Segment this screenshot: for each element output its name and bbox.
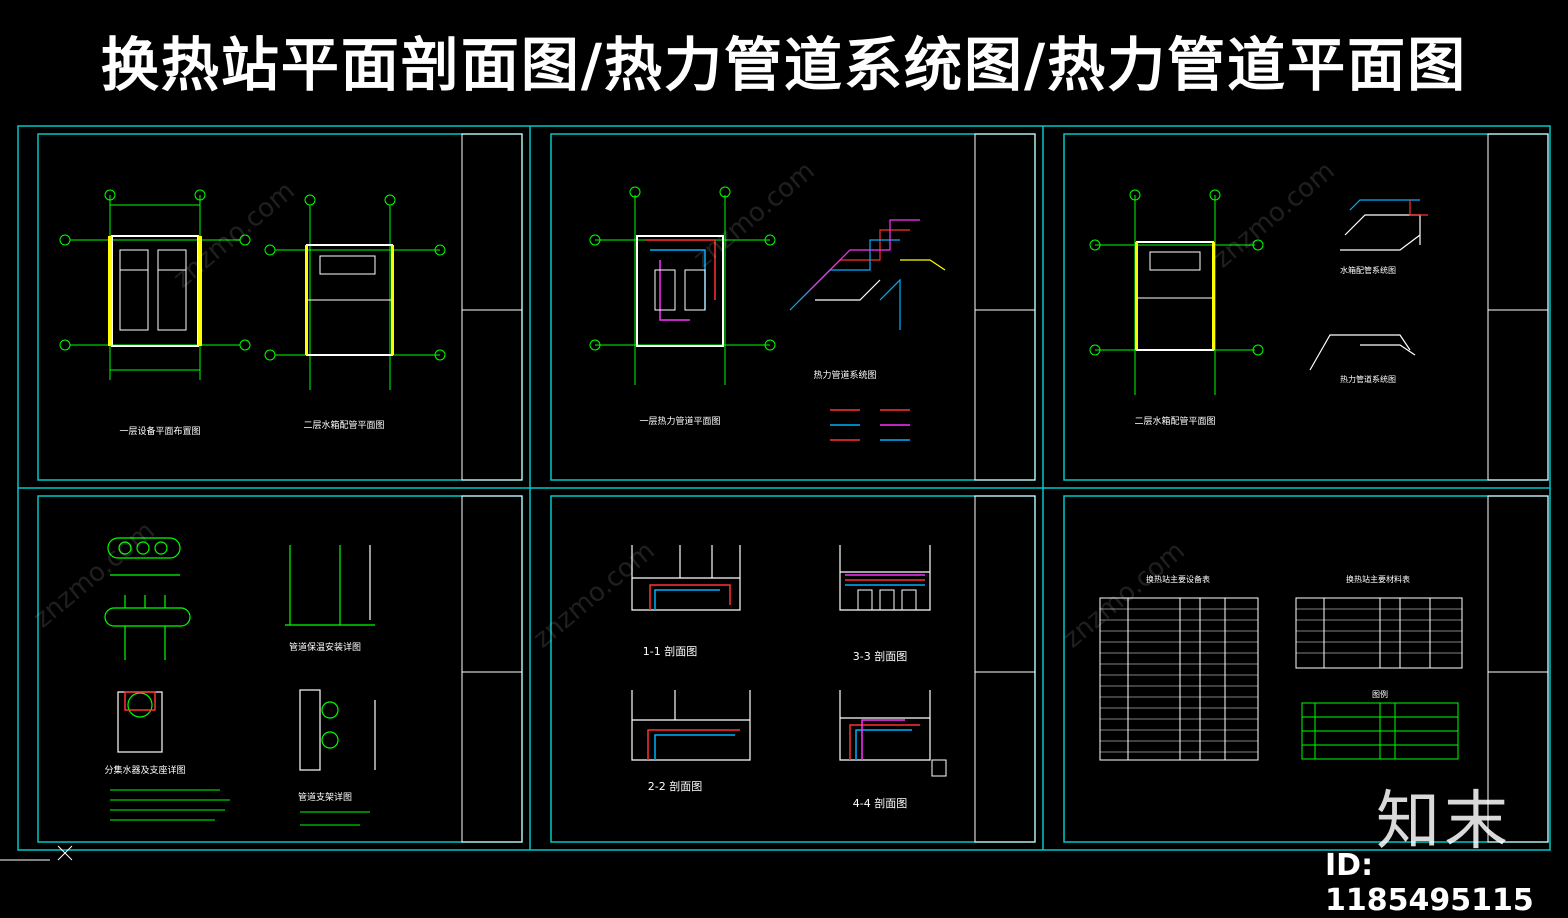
brand-logo: 知末 [1376,785,1512,859]
image-id-label: ID: 1185495115 [1325,848,1534,918]
sheet-3-label-2: 水箱配管系统图 [1340,265,1396,275]
sheet-2-label-2: 热力管道系统图 [813,369,876,381]
sheet-3-label-1: 二层水箱配管平面图 [1134,415,1215,427]
sheet-2-label-1: 一层热力管道平面图 [639,415,720,427]
frame-grid [17,125,1551,851]
sheet-6-label-3: 图例 [1372,689,1388,699]
sheet-6-label-2: 换热站主要材料表 [1346,574,1410,584]
sheet-1-label-2: 二层水箱配管平面图 [303,419,384,431]
sheet-3-label-3: 热力管道系统图 [1340,374,1396,384]
sheet-4-label-2: 管道保温安装详图 [289,641,361,653]
sheet-5-label-4: 4-4 剖面图 [853,796,907,810]
sheet-5-label-1: 1-1 剖面图 [643,644,697,658]
sheet-2 [589,186,946,441]
ucs-crosshair [0,845,73,861]
sheet-6-label-1: 换热站主要设备表 [1146,574,1210,584]
sheet-6 [1099,597,1463,761]
sheet-1-label-1: 一层设备平面布置图 [119,425,200,437]
page-title: 换热站平面剖面图/热力管道系统图/热力管道平面图 [100,31,1468,99]
sheet-5 [631,545,947,777]
sheet-5-label-2: 3-3 剖面图 [853,649,907,663]
sheet-3 [1089,189,1428,395]
title-blocks [461,133,1549,843]
sheet-5-label-3: 2-2 剖面图 [648,779,702,793]
sheet-1 [59,189,446,390]
sheet-4 [104,537,376,826]
sheet-4-label-1: 分集水器及支座详图 [104,764,185,776]
sheet-4-label-3: 管道支架详图 [298,791,352,803]
